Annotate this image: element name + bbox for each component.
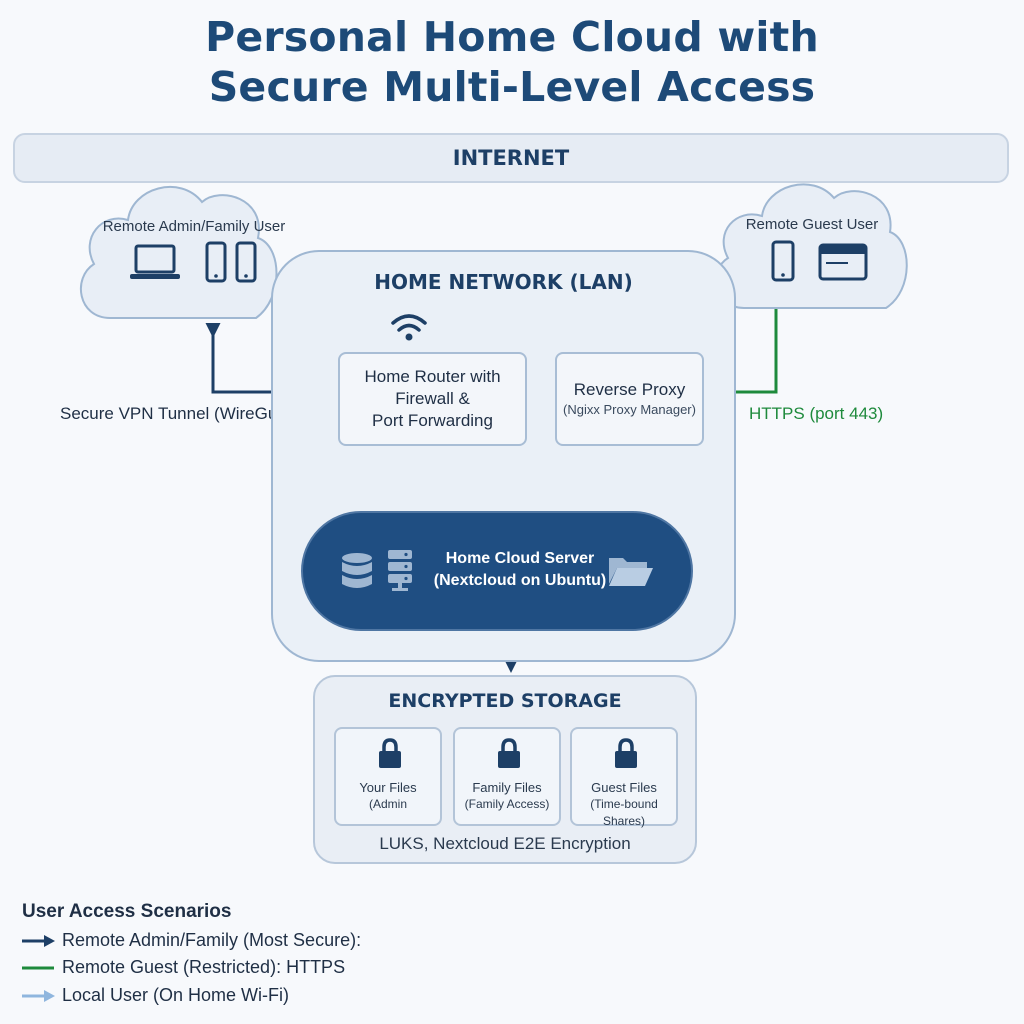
router-line-1: Home Router with (364, 367, 501, 386)
router-node: Home Router with Firewall & Port Forward… (338, 352, 527, 446)
wifi-icon (391, 314, 427, 341)
guest-files-card: Guest Files (Time-bound Shares) (570, 727, 678, 828)
internet-bar: INTERNET (13, 133, 1009, 183)
legend-label-admin: Remote Admin/Family (Most Secure): (62, 930, 362, 950)
admin-cloud-label: Remote Admin/Family User (102, 218, 286, 235)
router-line-3: Port Forwarding (372, 411, 493, 430)
phone-icon (235, 241, 257, 283)
proxy-title: Reverse Proxy (573, 380, 686, 399)
legend-item-admin: Remote Admin/Family (Most Secure): (22, 930, 361, 951)
server-line-1: Home Cloud Server (445, 550, 595, 567)
server-label: Home Cloud Server (Nextcloud on Ubuntu) (395, 548, 645, 592)
browser-window-icon (818, 243, 868, 281)
lock-icon (615, 738, 637, 768)
database-icon (342, 553, 372, 588)
legend-item-guest: Remote Guest (Restricted): HTTPS (22, 957, 345, 978)
phone-icon (771, 240, 795, 282)
storage-encryption-note: LUKS, Nextcloud E2E Encryption (379, 834, 631, 853)
family-files-card: Family Files (Family Access) (453, 727, 561, 826)
server-rack-icon (388, 550, 412, 591)
guest-cloud-shape (715, 183, 908, 309)
family-files-sub: (Family Access) (464, 797, 550, 811)
your-files-label: Your Files (359, 780, 417, 795)
guest-files-label: Guest Files (591, 780, 657, 795)
reverse-proxy-node: Reverse Proxy (Ngixx Proxy Manager) (555, 352, 704, 446)
legend-arrow-light (22, 989, 55, 1002)
server-line-2: (Nextcloud on Ubuntu) (433, 572, 607, 589)
lock-icon (498, 738, 520, 768)
legend-label-local: Local User (On Home Wi-Fi) (62, 985, 290, 1005)
page-title-line-1: Personal Home Cloud with (205, 13, 819, 61)
laptop-icon (130, 244, 180, 279)
legend-title: User Access Scenarios (22, 901, 232, 922)
your-files-sub: (Admin (368, 797, 407, 811)
your-files-card: Your Files (Admin (334, 727, 442, 826)
guest-files-sub: (Time-bound Shares) (590, 797, 658, 828)
storage-title: ENCRYPTED STORAGE (388, 690, 622, 712)
https-label: HTTPS (port 443) (749, 404, 884, 423)
home-network-title: HOME NETWORK (LAN) (374, 270, 633, 294)
phone-icon (205, 241, 227, 283)
guest-cloud-label: Remote Guest User (745, 216, 879, 233)
legend-arrow-navy (22, 934, 55, 947)
legend-line-green (22, 966, 54, 969)
vpn-tunnel-label: Secure VPN Tunnel (WireGuard) (60, 404, 308, 423)
lock-icon (379, 738, 401, 768)
page-title-line-2: Secure Multi-Level Access (208, 63, 816, 111)
folder-icon (609, 558, 653, 586)
legend-item-local: Local User (On Home Wi-Fi) (22, 985, 289, 1006)
router-line-2: Firewall & (395, 389, 470, 408)
internet-label: INTERNET (452, 146, 570, 170)
family-files-label: Family Files (472, 780, 542, 795)
legend-label-guest: Remote Guest (Restricted): HTTPS (62, 957, 346, 977)
proxy-subtitle: (Ngixx Proxy Manager) (563, 402, 696, 417)
admin-cloud-shape (79, 185, 278, 319)
